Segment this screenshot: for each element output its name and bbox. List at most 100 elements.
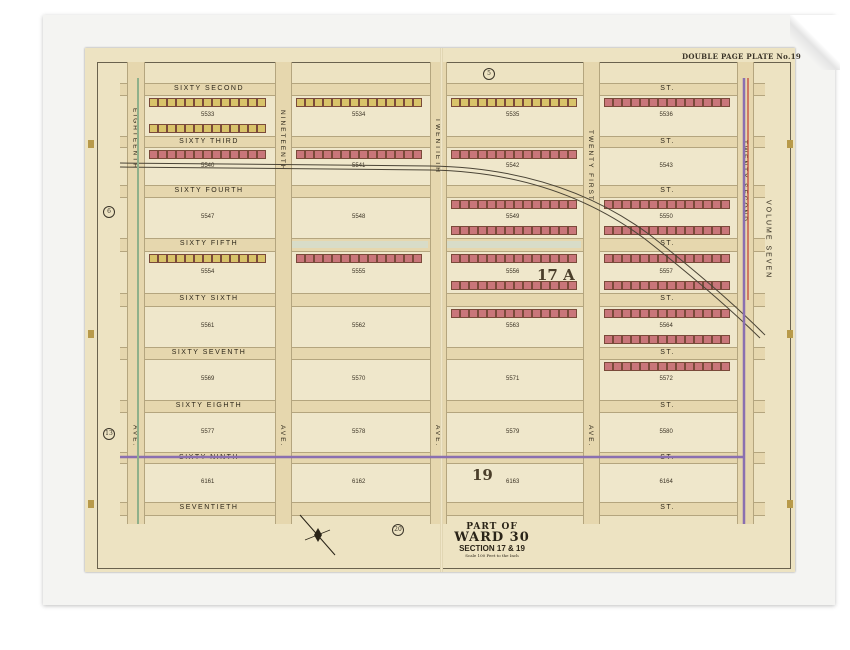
building xyxy=(631,309,640,318)
street-suffix-label: ST. xyxy=(660,239,675,247)
building xyxy=(649,309,658,318)
building xyxy=(550,226,559,235)
building xyxy=(496,281,505,290)
building xyxy=(667,254,676,263)
building xyxy=(649,362,658,371)
building xyxy=(323,98,332,107)
block-number: 5548 xyxy=(352,214,366,220)
building xyxy=(478,98,487,107)
building xyxy=(451,309,460,318)
plate-label: DOUBLE PAGE PLATE No.19 xyxy=(682,52,802,61)
building xyxy=(167,124,176,133)
building xyxy=(305,254,314,263)
building xyxy=(212,98,221,107)
building xyxy=(230,150,239,159)
building xyxy=(613,226,622,235)
building xyxy=(640,362,649,371)
building xyxy=(667,98,676,107)
building xyxy=(149,150,158,159)
building xyxy=(568,254,577,263)
title-scale: Scale 100 Feet to the Inch xyxy=(465,553,519,558)
building xyxy=(404,150,413,159)
building xyxy=(221,150,230,159)
building xyxy=(368,150,377,159)
building xyxy=(658,281,667,290)
building xyxy=(478,309,487,318)
avenue-suffix-label: AVE. xyxy=(434,425,441,448)
building xyxy=(257,98,266,107)
title-ward: WARD 30 xyxy=(454,530,530,545)
building xyxy=(631,98,640,107)
building xyxy=(185,98,194,107)
building xyxy=(640,309,649,318)
building xyxy=(203,124,212,133)
building xyxy=(469,98,478,107)
building xyxy=(404,98,413,107)
building xyxy=(248,124,257,133)
building xyxy=(523,254,532,263)
building xyxy=(478,200,487,209)
building xyxy=(631,254,640,263)
building xyxy=(487,254,496,263)
section-label-17a: 17 A xyxy=(537,266,575,284)
building xyxy=(377,150,386,159)
avenue-4 xyxy=(583,62,600,524)
building xyxy=(631,200,640,209)
street-label: SIXTY FOURTH xyxy=(174,186,244,194)
building xyxy=(541,98,550,107)
building xyxy=(257,124,266,133)
building xyxy=(622,309,631,318)
railroad-track xyxy=(119,166,761,339)
block-number: 5549 xyxy=(506,214,520,220)
building xyxy=(550,98,559,107)
building xyxy=(460,98,469,107)
compass-star-icon xyxy=(314,528,322,542)
building xyxy=(676,200,685,209)
building xyxy=(676,362,685,371)
building xyxy=(296,98,305,107)
building xyxy=(694,226,703,235)
avenue-label: TWENTY FIRST xyxy=(587,130,594,202)
building xyxy=(377,254,386,263)
building xyxy=(559,254,568,263)
building xyxy=(478,150,487,159)
block-number: 5577 xyxy=(201,428,215,435)
building xyxy=(568,309,577,318)
building xyxy=(469,254,478,263)
building xyxy=(478,254,487,263)
building xyxy=(149,254,158,263)
building xyxy=(631,362,640,371)
building xyxy=(712,309,721,318)
building xyxy=(514,98,523,107)
building xyxy=(721,254,730,263)
building xyxy=(487,281,496,290)
building xyxy=(541,200,550,209)
building xyxy=(296,150,305,159)
building xyxy=(640,281,649,290)
title-block: PART OF WARD 30 SECTION 17 & 19 Scale 10… xyxy=(452,522,532,558)
building xyxy=(469,226,478,235)
building xyxy=(248,150,257,159)
building xyxy=(194,124,203,133)
building xyxy=(559,200,568,209)
building xyxy=(712,226,721,235)
building xyxy=(368,98,377,107)
building xyxy=(559,150,568,159)
city-block xyxy=(290,196,432,240)
building xyxy=(622,281,631,290)
building xyxy=(532,309,541,318)
building xyxy=(631,281,640,290)
building xyxy=(649,335,658,344)
plate-ref-20: 20 xyxy=(392,524,404,536)
building xyxy=(377,98,386,107)
building xyxy=(550,150,559,159)
block-number: 5580 xyxy=(659,428,673,435)
block-number: 5562 xyxy=(352,323,366,329)
building xyxy=(386,98,395,107)
building xyxy=(631,226,640,235)
block-number: 5555 xyxy=(352,268,366,275)
building xyxy=(694,362,703,371)
building xyxy=(194,98,203,107)
